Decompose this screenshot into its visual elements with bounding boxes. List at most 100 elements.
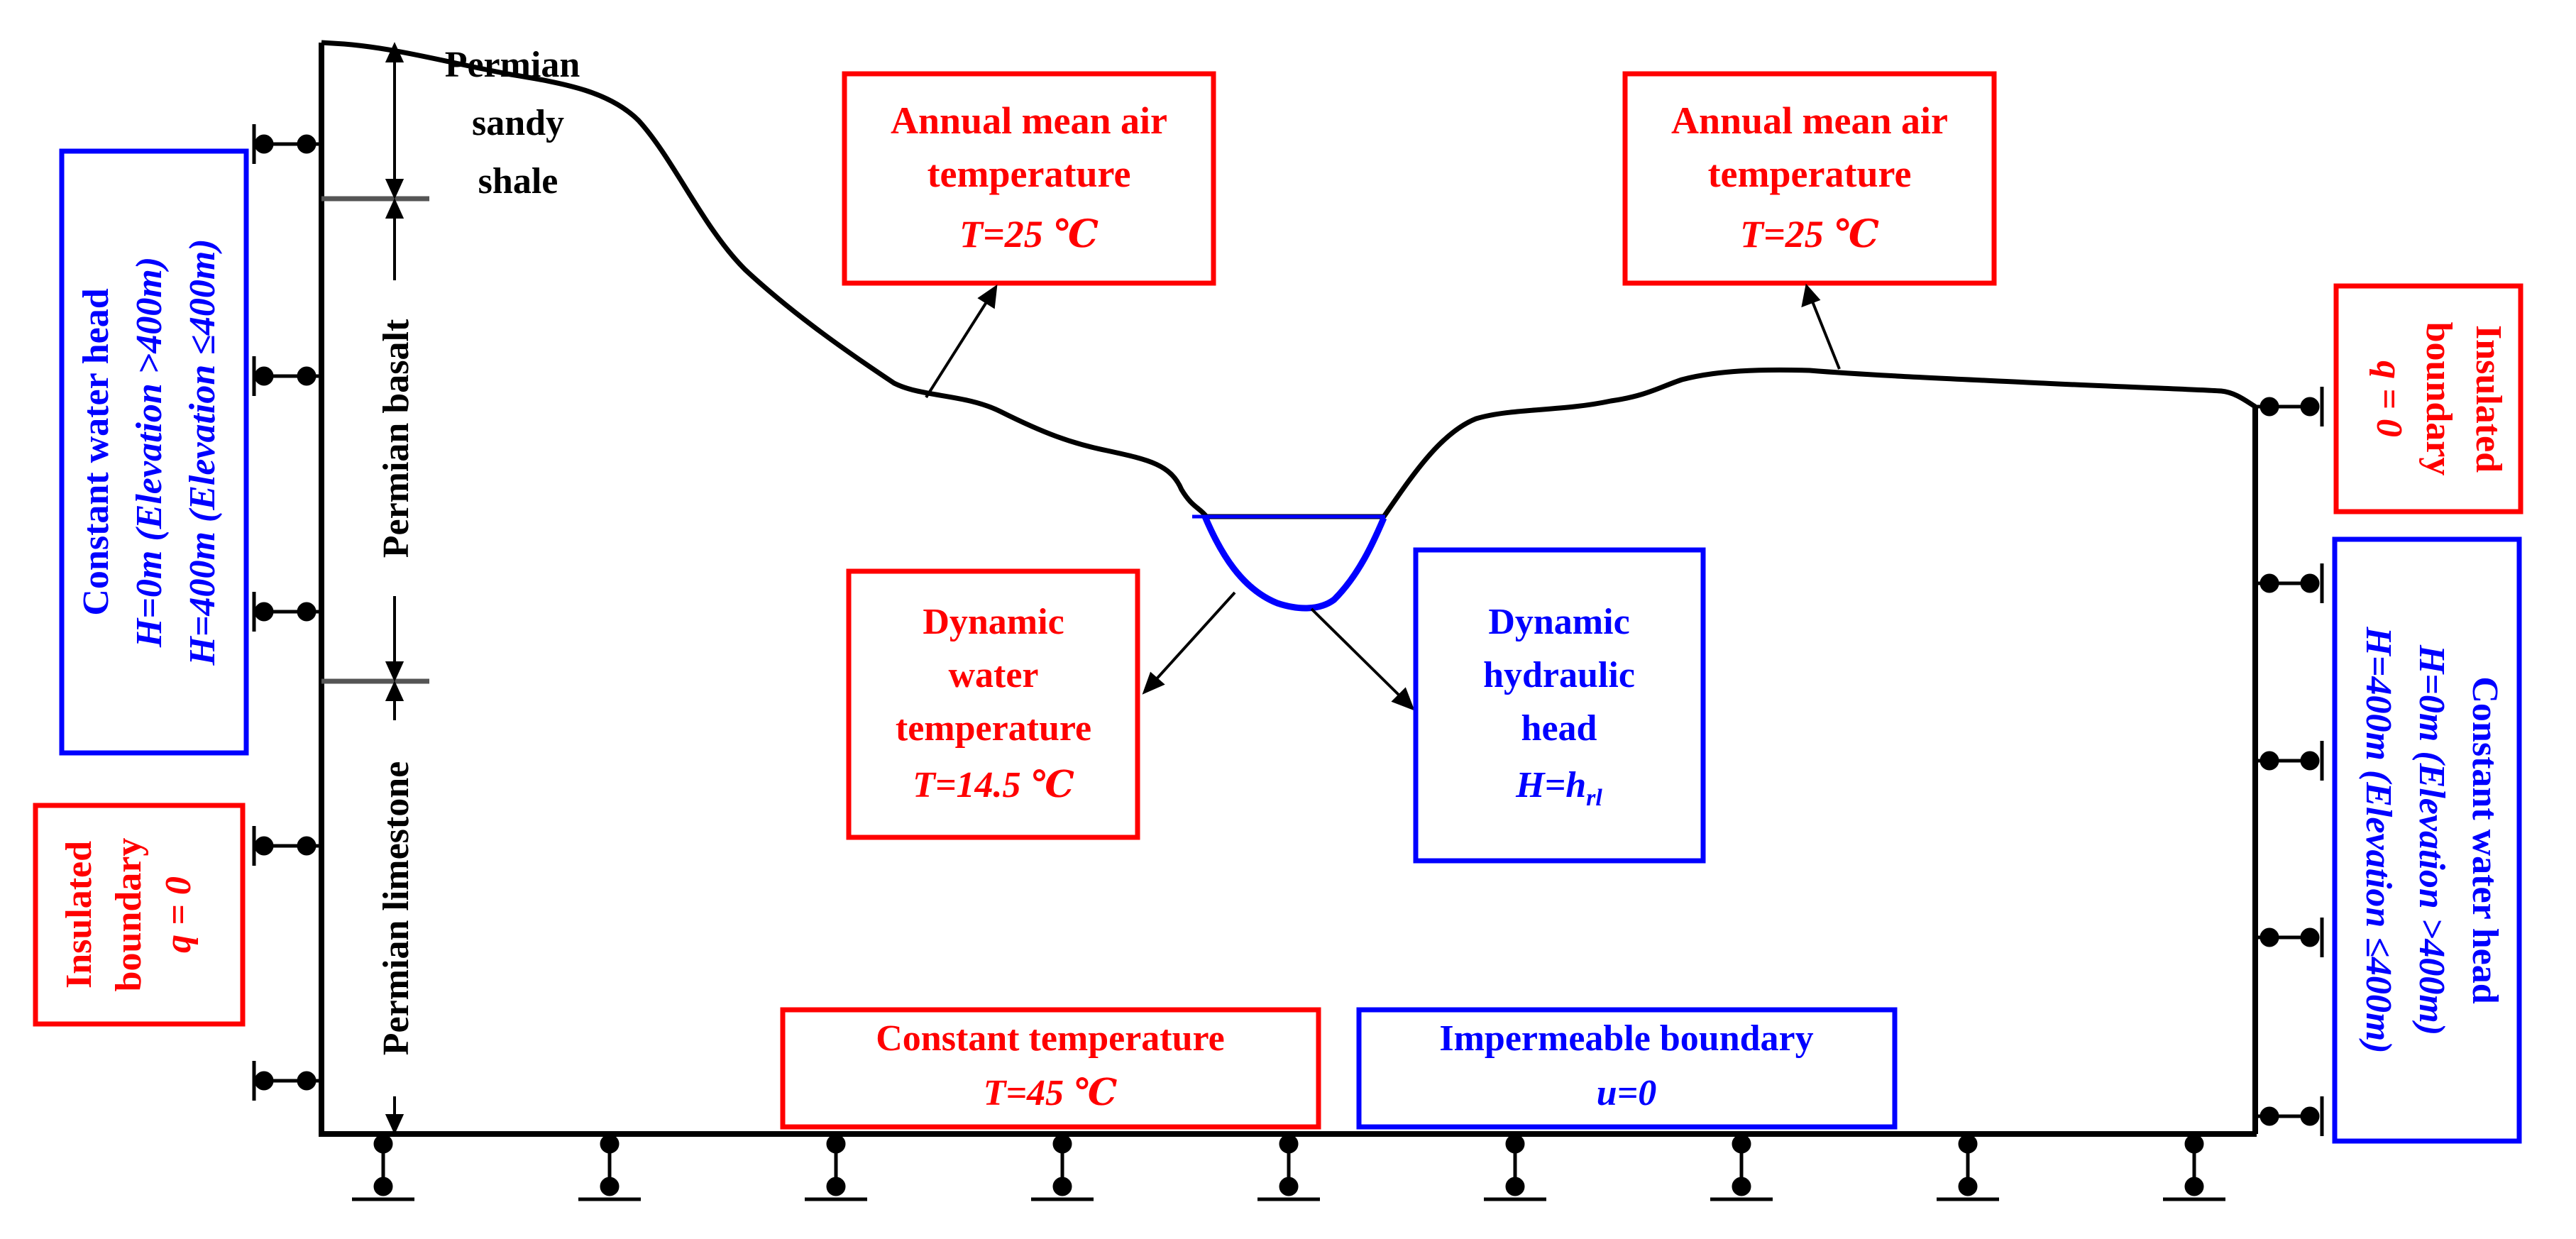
stratum-arrows (385, 42, 404, 1135)
bottom-support (352, 1134, 414, 1201)
right-water-head: Constant water head H=0m (Elevation >400… (2332, 536, 2522, 1144)
bottom-impermeable-box (1356, 1007, 1898, 1130)
water-temperature-line2: water (948, 655, 1038, 695)
bottom-temperature-box (780, 1007, 1321, 1130)
left-insulated-value: q = 0 (158, 876, 199, 953)
air-left-pointer-head (977, 284, 998, 309)
left-insulated-box (33, 803, 246, 1027)
left-water-head-line2: H=400m (Elevation ≤400m) (182, 238, 223, 666)
right-support (2255, 918, 2324, 957)
hydraulic-head: Dynamic hydraulic head H=hrl (1413, 547, 1706, 864)
water-temperature-line1: Dynamic (923, 602, 1064, 642)
air-temperature-right-box (1622, 71, 1997, 286)
limestone-arrow-head-top (385, 681, 404, 701)
left-insulated-boundary: Insulated boundary q = 0 (33, 803, 246, 1027)
bottom-impermeable: Impermeable boundary u=0 (1356, 1007, 1898, 1130)
bottom-support (805, 1134, 867, 1201)
sandy-shale-label-line1: Permian (445, 45, 580, 85)
bottom-support (578, 1134, 641, 1201)
hydraulic-head-value-sub: rl (1586, 785, 1602, 811)
sandy-shale-label-line3: shale (478, 161, 558, 202)
air-temperature-right: Annual mean air temperature T=25 ℃ (1622, 71, 1997, 286)
left-support (252, 1061, 321, 1101)
hydraulic-head-value: H=hrl (1515, 765, 1602, 811)
left-support (252, 124, 321, 164)
water-temp-pointer-line (1152, 591, 1236, 684)
air-temperature-left-box (842, 71, 1216, 286)
air-temperature-right-value: T=25 ℃ (1740, 213, 1879, 255)
shale-arrow-head-bottom (385, 179, 404, 199)
right-support (2255, 387, 2324, 426)
left-support (252, 592, 321, 632)
right-insulated-box (2333, 283, 2523, 514)
air-temperature-right-line2: temperature (1708, 153, 1912, 195)
left-insulated-line2: boundary (109, 838, 149, 992)
air-temperature-left-line1: Annual mean air (891, 99, 1167, 142)
bottom-support (2163, 1134, 2225, 1201)
limestone-label: Permian limestone (376, 761, 417, 1055)
bottom-temperature: Constant temperature T=45 ℃ (780, 1007, 1321, 1130)
limestone-arrow-head-bottom (385, 1114, 404, 1135)
air-temperature-left-line2: temperature (928, 153, 1131, 195)
basalt-arrow-head-bottom (385, 661, 404, 682)
air-right-pointer-head (1801, 283, 1821, 308)
water-temperature-value: T=14.5 ℃ (913, 765, 1074, 805)
pointer-arrows (925, 283, 1841, 711)
bottom-temperature-title: Constant temperature (876, 1018, 1225, 1059)
hydraulic-head-value-main: H=h (1515, 765, 1586, 805)
bottom-support (1257, 1134, 1320, 1201)
bottom-impermeable-value: u=0 (1597, 1073, 1657, 1113)
left-support (252, 826, 321, 866)
water-temperature: Dynamic water temperature T=14.5 ℃ (846, 568, 1140, 840)
hydraulic-head-line2: hydraulic (1483, 655, 1635, 695)
air-temperature-right-line1: Annual mean air (1671, 99, 1948, 142)
left-water-head: Constant water head H=0m (Elevation >400… (59, 148, 249, 756)
river-channel (1201, 515, 1387, 612)
bottom-support (1031, 1134, 1094, 1201)
right-insulated-boundary: Insulated boundary q = 0 (2333, 283, 2523, 514)
sandy-shale-label-line2: sandy (472, 103, 564, 143)
left-water-head-box (59, 148, 249, 756)
right-water-head-box (2332, 536, 2522, 1144)
bottom-support (1710, 1134, 1773, 1201)
hydraulic-pointer-head (1391, 687, 1415, 711)
stratum-labels: Permian sandy shale Permian basalt Permi… (376, 45, 580, 1055)
right-insulated-line2: boundary (2418, 322, 2459, 476)
air-left-pointer-line (925, 295, 991, 399)
left-insulated-line1: Insulated (59, 841, 99, 989)
right-support (2255, 563, 2324, 603)
air-temperature-left-value: T=25 ℃ (959, 213, 1099, 255)
ground-surface-line (321, 40, 2257, 519)
river (1192, 514, 1387, 612)
right-support (2255, 1096, 2324, 1136)
fixed-supports (252, 124, 2324, 1201)
right-support (2255, 741, 2324, 781)
left-water-head-title: Constant water head (76, 288, 116, 615)
right-insulated-line1: Insulated (2468, 325, 2509, 473)
bottom-support (1937, 1134, 1999, 1201)
right-water-head-line2: H=400m (Elevation ≤400m) (2358, 626, 2399, 1053)
hydraulic-head-box (1413, 547, 1706, 864)
hydraulic-head-line3: head (1521, 708, 1597, 749)
air-temperature-left: Annual mean air temperature T=25 ℃ (842, 71, 1216, 286)
bottom-temperature-value: T=45 ℃ (984, 1073, 1118, 1113)
basalt-arrow-head-top (385, 198, 404, 219)
shale-arrow-head-top (385, 42, 404, 62)
left-water-head-line1: H=0m (Elevation >400m) (129, 257, 170, 648)
right-water-head-title: Constant water head (2465, 676, 2505, 1003)
bottom-impermeable-title: Impermeable boundary (1439, 1018, 1813, 1059)
bottom-support (1484, 1134, 1546, 1201)
air-right-pointer-line (1810, 297, 1841, 370)
right-insulated-value: q = 0 (2369, 360, 2409, 437)
water-temp-pointer-head (1142, 671, 1165, 695)
model-domain (319, 40, 2258, 1137)
right-water-head-line1: H=0m (Elevation >400m) (2411, 644, 2452, 1035)
water-temperature-box (846, 568, 1140, 840)
water-temperature-line3: temperature (896, 708, 1091, 749)
basalt-label: Permian basalt (376, 319, 417, 558)
hydraulic-pointer-line (1310, 607, 1405, 701)
stratum-boundaries (321, 196, 429, 684)
left-support (252, 356, 321, 396)
hydraulic-head-line1: Dynamic (1488, 602, 1629, 642)
